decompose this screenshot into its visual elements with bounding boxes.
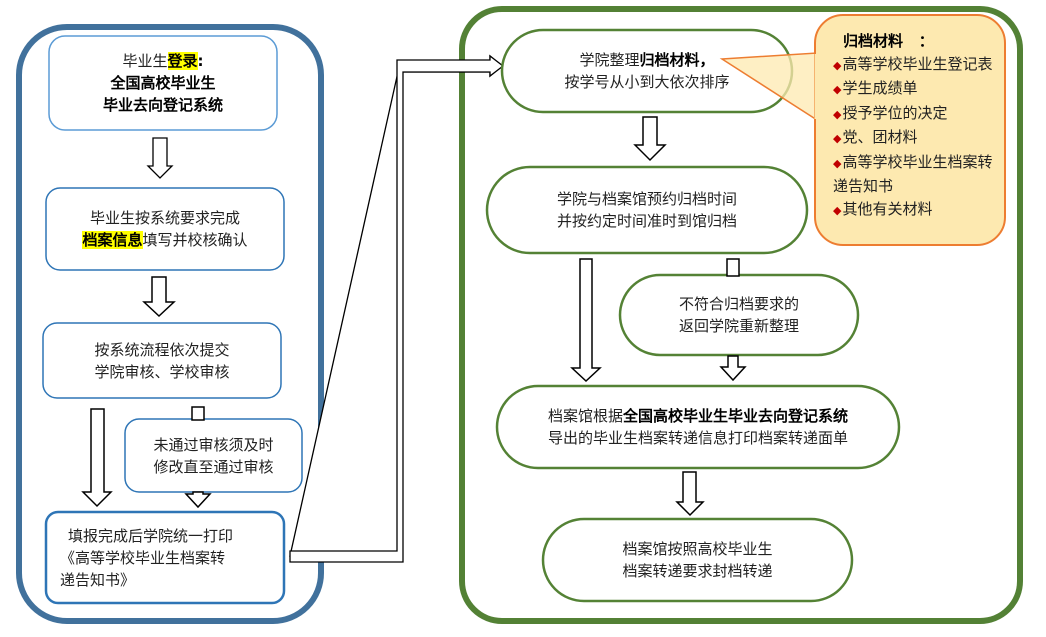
callout-item-text: 学生成绩单 [842,79,918,97]
archive-materials-bold: 归档材料 [639,51,700,69]
callout-item-text: 党、团材料 [842,128,918,146]
arrow-down-r1 [633,116,667,162]
step1-prefix: 毕业生 [122,52,168,70]
left-step3-text: 按系统流程依次提交 学院审核、学校审核 [43,323,281,398]
login-highlight: 登录 [167,52,198,70]
callout-item-text: 其他有关材料 [842,199,933,218]
callout-bubble [719,14,1006,246]
reject-line1: 不符合归档要求的 [678,295,799,313]
arrow-down-r3 [719,258,747,382]
left-step2-text: 毕业生按系统要求完成 档案信息填写并校核确认 [46,188,284,270]
connector-arrow [289,54,505,563]
step2-line2: 填写并校核确认 [142,231,248,249]
callout-item-text: 高等学校毕业生登记表 [842,54,993,73]
left-step2-box [45,187,285,271]
left-side-note-box [124,418,303,493]
arrow-down-3 [81,408,113,508]
left-step3-box [42,322,282,399]
right-step3-ellipse [495,384,901,470]
arrow-down-2 [142,276,176,318]
left-step1-text: 毕业生登录: 全国高校毕业生 毕业去向登记系统 [49,36,277,130]
side-note-line1: 未通过审核须及时 [153,435,274,454]
system-name-line1: 全国高校毕业生 [110,74,216,92]
r-step3-line2: 导出的毕业生档案转递信息打印档案转递面单 [547,429,848,447]
side-note-line2: 修改直至通过审核 [153,457,274,476]
callout-item: ◆高等学校毕业生档案转递告知书 [833,151,998,198]
diamond-bullet-icon: ◆ [833,156,842,170]
r-step2-line2: 并按约定时间准时到馆归档 [556,212,737,230]
arrow-down-4 [184,406,212,509]
r-step3-prefix: 档案馆根据 [547,407,623,425]
diamond-bullet-icon: ◆ [833,132,842,145]
callout-content: 归档材料 ： ◆高等学校毕业生登记表◆学生成绩单◆授予学位的决定◆党、团材料◆高… [833,30,998,222]
right-step2-text: 学院与档案馆预约归档时间 并按约定时间准时到馆归档 [487,167,807,253]
callout-title-colon: ： [918,32,934,50]
left-step1-box [48,35,278,131]
step4-line1: 填报完成后学院统一打印 [68,526,234,545]
step3-line1: 按系统流程依次提交 [94,340,230,359]
r-step1-line2: 按学号从小到大依次排序 [564,73,730,91]
callout-item: ◆其他有关材料 [833,198,998,223]
system-name-line2: 毕业去向登记系统 [102,96,223,114]
right-step2-ellipse [485,165,809,255]
callout-title: 归档材料 [843,32,904,50]
callout-item: ◆授予学位的决定 [833,102,998,127]
step2-line1: 毕业生按系统要求完成 [89,209,240,227]
right-reject-text: 不符合归档要求的 返回学院重新整理 [620,275,858,355]
r-step4-line1: 档案馆按照高校毕业生 [622,540,773,558]
right-step3-text: 档案馆根据全国高校毕业生毕业去向登记系统 导出的毕业生档案转递信息打印档案转递面… [497,386,899,468]
callout-item-text: 高等学校毕业生档案转递告知书 [833,152,993,196]
diamond-bullet-icon: ◆ [833,203,842,217]
step4-line3: 递告知书》 [60,570,136,589]
left-side-note-text: 未通过审核须及时 修改直至通过审核 [125,419,302,492]
reject-line2: 返回学院重新整理 [678,317,799,335]
r-step1-prefix: 学院整理 [579,51,640,69]
callout-list: ◆高等学校毕业生登记表◆学生成绩单◆授予学位的决定◆党、团材料◆高等学校毕业生档… [833,53,998,223]
callout-item-text: 授予学位的决定 [842,103,948,122]
diamond-bullet-icon: ◆ [833,83,842,96]
r-step2-line1: 学院与档案馆预约归档时间 [556,190,737,208]
callout-item: ◆党、团材料 [833,126,998,151]
diamond-bullet-icon: ◆ [833,107,842,121]
left-step4-text: 填报完成后学院统一打印 《高等学校毕业生档案转 递告知书》 [60,512,280,603]
step4-line2: 《高等学校毕业生档案转 [60,548,226,567]
step1-suffix: : [197,52,204,70]
step3-line2: 学院审核、学校审核 [94,362,230,381]
callout-item: ◆学生成绩单 [833,77,998,102]
system-name-bold: 全国高校毕业生毕业去向登记系统 [623,407,849,425]
arrow-down-1 [146,137,174,179]
right-step1-text: 学院整理归档材料， 按学号从小到大依次排序 [502,30,792,112]
right-step4-ellipse [541,517,854,603]
callout-item: ◆高等学校毕业生登记表 [833,53,998,78]
r-step1-suffix: ， [699,51,715,69]
archive-info-highlight: 档案信息 [82,231,143,249]
r-step4-line2: 档案转递要求封档转递 [622,562,773,580]
arrow-down-r4 [675,471,705,517]
right-step4-text: 档案馆按照高校毕业生 档案转递要求封档转递 [543,519,852,601]
arrow-down-r2 [570,258,602,383]
left-step4-box [44,510,286,605]
diamond-bullet-icon: ◆ [833,58,842,72]
